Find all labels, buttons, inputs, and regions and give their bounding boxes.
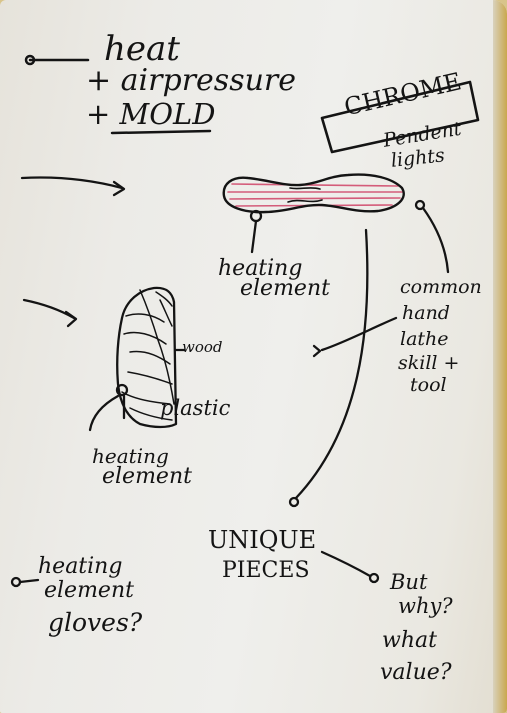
air-pressure-label: + airpressure (86, 66, 296, 96)
lathe-label-4: skill + (398, 354, 459, 373)
pieces-label: PIECES (222, 560, 310, 582)
arrow-icon (314, 318, 396, 356)
value-label: value? (380, 662, 452, 684)
pointer-line (90, 396, 124, 430)
arrow-icon (12, 578, 38, 586)
mold-label: + MOLD (86, 100, 216, 129)
gloves-label-1: heating (38, 556, 122, 578)
mold-underline (112, 131, 210, 133)
pointer-line (251, 211, 261, 252)
wood-label: wood (182, 340, 223, 355)
but-label: But (390, 572, 427, 593)
pointer-line (416, 201, 448, 272)
lathe-label-1: common (400, 278, 482, 297)
lathe-label-3: lathe (400, 330, 449, 349)
element-label-2: element (102, 466, 192, 488)
element-label: element (240, 278, 330, 300)
what-label: what (382, 630, 437, 652)
arrow-icon (24, 300, 76, 326)
plastic-label: plastic (160, 398, 230, 419)
gloves-label-2: element (44, 580, 134, 602)
arrow-icon (22, 177, 124, 195)
why-label: why? (398, 596, 453, 617)
arrow-icon (322, 552, 378, 582)
lathe-label-2: hand (402, 304, 450, 323)
lathe-label-5: tool (410, 376, 447, 395)
heat-label: heat (104, 32, 180, 66)
heating-label-2: heating (92, 446, 169, 466)
pendant-light-sketch (224, 175, 404, 213)
gloves-label-3: gloves? (48, 610, 142, 635)
arrow-icon (26, 56, 88, 64)
unique-label: UNIQUE (208, 528, 316, 552)
